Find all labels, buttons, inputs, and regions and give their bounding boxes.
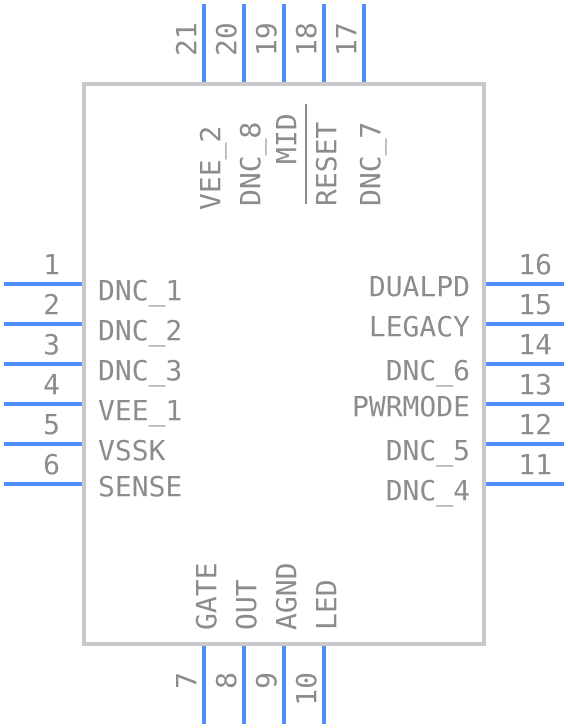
pin-number: 14 [518, 328, 552, 361]
right-pin-names: DUALPD LEGACY DNC_6 PWRMODE DNC_5 DNC_4 [352, 270, 470, 508]
pin-number: 15 [518, 288, 552, 321]
component-body [82, 82, 486, 646]
pin-name: DNC_8 [234, 122, 268, 206]
bottom-pin-names: GATE OUT AGND LED [190, 563, 343, 630]
pin-number: 2 [43, 288, 60, 321]
pin-number: 21 [170, 22, 203, 56]
pin-name: LEGACY [369, 310, 470, 343]
left-pin-names: DNC_1 DNC_2 DNC_3 VEE_1 VSSK SENSE [98, 274, 182, 503]
top-pin-numbers: 21 20 19 18 17 [170, 22, 363, 56]
pin-number: 12 [518, 408, 552, 441]
pin-lines [4, 4, 564, 724]
pin-name: DUALPD [369, 270, 470, 303]
pin-number: 11 [518, 448, 552, 481]
bottom-pin-numbers: 7 8 9 10 [170, 672, 323, 706]
pin-number: 8 [210, 672, 243, 689]
pin-number: 16 [518, 248, 552, 281]
pin-name: MID [270, 113, 303, 164]
pin-name: GATE [190, 563, 223, 630]
pin-name: VSSK [98, 434, 166, 467]
pin-number: 6 [43, 448, 60, 481]
pin-name: VEE_1 [98, 394, 182, 428]
pin-number: 5 [43, 408, 60, 441]
pin-name: DNC_6 [386, 354, 470, 388]
pin-number: 9 [250, 672, 283, 689]
pin-name: DNC_5 [386, 434, 470, 468]
pin-name: DNC_7 [354, 122, 388, 206]
pin-name: AGND [270, 563, 303, 630]
pin-number: 1 [43, 248, 60, 281]
pin-name: SENSE [98, 470, 182, 503]
pin-name: OUT [230, 579, 263, 630]
pin-name: VEE_2 [194, 126, 228, 210]
pin-name: RESET [310, 122, 343, 206]
pin-number: 17 [330, 22, 363, 56]
pin-number: 19 [250, 22, 283, 56]
pin-name: DNC_2 [98, 314, 182, 348]
pin-name: DNC_1 [98, 274, 182, 308]
pin-name: DNC_3 [98, 354, 182, 388]
pin-number: 18 [290, 22, 323, 56]
pin-number: 10 [290, 672, 323, 706]
pin-number: 3 [43, 328, 60, 361]
pin-number: 4 [43, 368, 60, 401]
pin-number: 7 [170, 672, 203, 689]
pin-number: 13 [518, 368, 552, 401]
pin-name: LED [310, 579, 343, 630]
pin-name: DNC_4 [386, 474, 470, 508]
right-pin-numbers: 16 15 14 13 12 11 [518, 248, 552, 481]
pin-name: PWRMODE [352, 390, 470, 423]
left-pin-numbers: 1 2 3 4 5 6 [43, 248, 60, 481]
pin-number: 20 [210, 22, 243, 56]
top-pin-names: VEE_2 DNC_8 MID RESET DNC_7 [194, 104, 388, 210]
